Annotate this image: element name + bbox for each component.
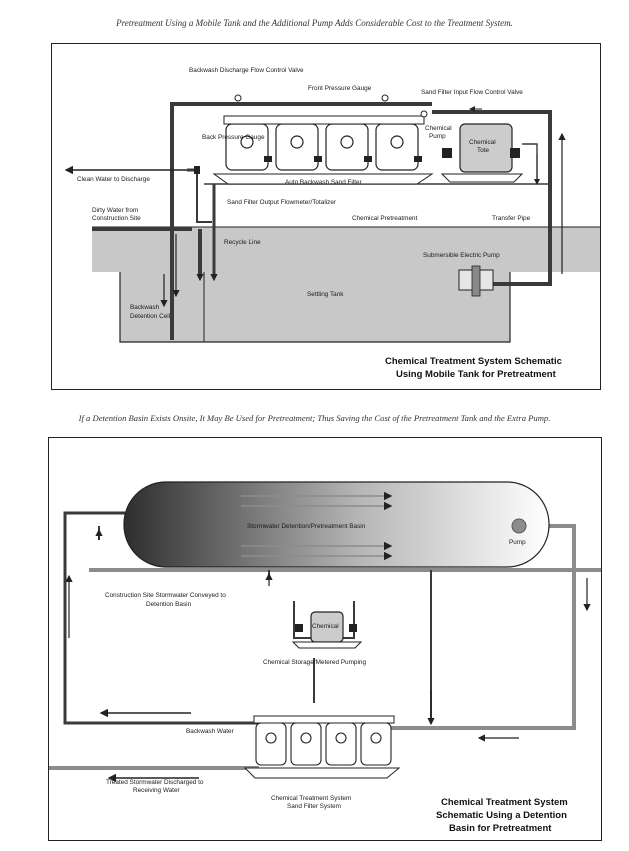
label-chem-pretreatment: Chemical Pretreatment bbox=[352, 215, 418, 222]
label-dirty-water-2: Construction Site bbox=[92, 215, 141, 222]
caption-top: Pretreatment Using a Mobile Tank and the… bbox=[116, 18, 513, 28]
caption-bottom: If a Detention Basin Exists Onsite, It M… bbox=[78, 413, 551, 423]
chem-pump-right-icon bbox=[349, 624, 357, 632]
front-gauge-icon bbox=[381, 94, 389, 102]
backwash-return-pipe bbox=[63, 511, 259, 725]
valve-box-3 bbox=[364, 156, 372, 162]
valve-box-4 bbox=[414, 156, 422, 162]
label-dirty-water-1: Dirty Water from bbox=[92, 207, 138, 214]
filter-hatch-3 bbox=[340, 135, 354, 149]
label-front-gauge: Front Pressure Gauge bbox=[308, 85, 372, 92]
tote-valve-icon bbox=[510, 148, 520, 158]
filter-vessel-3 bbox=[325, 123, 369, 171]
label-chemical: Chemical bbox=[312, 623, 339, 630]
filter-hatch-4 bbox=[390, 135, 404, 149]
chem-skid bbox=[291, 641, 363, 649]
title-diagram1-line1: Chemical Treatment System Schematic bbox=[385, 356, 562, 367]
filter2-manifold bbox=[253, 715, 395, 724]
filter-vessel-2 bbox=[275, 123, 319, 171]
label-auto-backwash: Auto Backwash Sand Filter bbox=[285, 179, 363, 186]
filter2-vessel-2 bbox=[290, 722, 322, 766]
label-sand-filter-2: Sand Filter System bbox=[287, 803, 341, 810]
basin-pump-icon bbox=[511, 518, 527, 534]
label-tote-1: Chemical bbox=[469, 139, 496, 146]
diagram-mobile-tank-svg: Backwash Discharge Flow Control Valve Fr… bbox=[64, 67, 600, 380]
filter2-vessel-1 bbox=[255, 722, 287, 766]
filter-skid-base bbox=[212, 173, 434, 185]
label-chemical-pump-2: Pump bbox=[429, 133, 446, 140]
pump-motor-icon bbox=[471, 265, 481, 297]
outlet-valve-icon bbox=[194, 166, 200, 174]
chemical-pump-icon bbox=[442, 148, 452, 158]
transfer-pipe bbox=[432, 110, 552, 286]
detention-basin bbox=[123, 481, 550, 568]
settling-tank-body bbox=[119, 272, 511, 343]
filter-hatch-2 bbox=[290, 135, 304, 149]
filter2-hatch-1 bbox=[265, 732, 277, 744]
label-treated-1: Treated Stormwater Discharged to bbox=[106, 779, 204, 786]
sand-filter-vessels-2 bbox=[253, 715, 395, 766]
filter2-vessel-4 bbox=[360, 722, 392, 766]
filter-vessel-4 bbox=[375, 123, 419, 171]
label-pump: Pump bbox=[509, 539, 526, 546]
diagram-mobile-tank: Backwash Discharge Flow Control Valve Fr… bbox=[51, 43, 601, 390]
diagram-detention-basin-svg: Stormwater Detention/Pretreatment Basin … bbox=[49, 481, 601, 834]
label-flowmeter: Sand Filter Output Flowmeter/Totalizer bbox=[227, 199, 337, 206]
filter2-vessel-3 bbox=[325, 722, 357, 766]
filter2-hatch-3 bbox=[335, 732, 347, 744]
sand-filter-vessels bbox=[223, 115, 425, 171]
input-valve-icon bbox=[420, 110, 428, 118]
title-diagram1-line2: Using Mobile Tank for Pretreatment bbox=[396, 369, 557, 380]
label-submersible-pump: Submersible Electric Pump bbox=[423, 252, 500, 259]
label-detention-cell-1: Backwash bbox=[130, 304, 160, 311]
label-conveyed-1: Construction Site Stormwater Conveyed to bbox=[105, 592, 226, 599]
chem-pump-left-icon bbox=[295, 624, 303, 632]
label-conveyed-2: Detention Basin bbox=[146, 601, 192, 608]
label-sand-filter-1: Chemical Treatment System bbox=[271, 795, 351, 802]
title-diagram2-line2: Schematic Using a Detention bbox=[436, 810, 567, 821]
chem-return-line bbox=[522, 143, 538, 184]
backwash-pipe bbox=[170, 102, 432, 340]
label-backwash-water: Backwash Water bbox=[186, 728, 235, 735]
label-clean-water: Clean Water to Discharge bbox=[77, 176, 150, 183]
filter2-hatch-2 bbox=[300, 732, 312, 744]
filter2-hatch-4 bbox=[370, 732, 382, 744]
settling-tank-surface bbox=[92, 227, 600, 272]
label-back-gauge: Back Pressure Gauge bbox=[202, 134, 265, 141]
label-basin: Stormwater Detention/Pretreatment Basin bbox=[247, 523, 366, 530]
filter-skid-2 bbox=[243, 767, 401, 779]
label-treated-2: Receiving Water bbox=[133, 787, 181, 794]
flowmeter-line bbox=[196, 169, 212, 223]
tote-skid bbox=[440, 173, 524, 183]
filter-manifold bbox=[223, 115, 425, 125]
filter-hatch-1 bbox=[240, 135, 254, 149]
label-settling-tank: Settling Tank bbox=[307, 291, 344, 298]
label-recycle-line: Recycle Line bbox=[224, 239, 261, 246]
valve-box-1 bbox=[264, 156, 272, 162]
label-tote-2: Tote bbox=[477, 147, 490, 154]
label-input-valve: Sand Filter Input Flow Control Valve bbox=[421, 89, 523, 96]
title-diagram2-line3: Basin for Pretreatment bbox=[449, 823, 552, 834]
title-diagram2-line1: Chemical Treatment System bbox=[441, 797, 568, 808]
backwash-valve-icon bbox=[234, 94, 242, 102]
label-detention-cell-2: Detention Cell bbox=[130, 313, 170, 320]
label-transfer-pipe: Transfer Pipe bbox=[492, 215, 531, 222]
valve-box-2 bbox=[314, 156, 322, 162]
diagram-detention-basin: Stormwater Detention/Pretreatment Basin … bbox=[48, 437, 602, 841]
label-chem-storage: Chemical Storage/Metered Pumping bbox=[263, 659, 366, 666]
label-backwash-valve: Backwash Discharge Flow Control Valve bbox=[189, 67, 304, 74]
label-chemical-pump-1: Chemical bbox=[425, 125, 452, 132]
filter-vessel-1 bbox=[225, 123, 269, 171]
